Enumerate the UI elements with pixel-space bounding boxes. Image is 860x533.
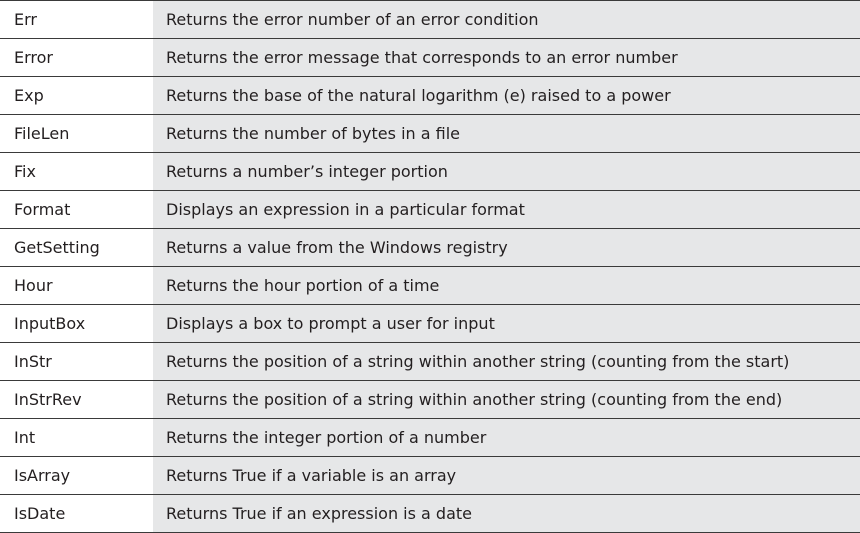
function-description-cell: Returns the error number of an error con… xyxy=(153,0,860,39)
function-name-cell: Error xyxy=(0,38,153,77)
function-description-cell: Returns the error message that correspon… xyxy=(153,38,860,77)
function-name-cell: InStr xyxy=(0,342,153,381)
function-description-cell: Returns the base of the natural logarith… xyxy=(153,76,860,115)
function-name-cell: GetSetting xyxy=(0,228,153,267)
function-description-cell: Returns a number’s integer portion xyxy=(153,152,860,191)
function-name-cell: Exp xyxy=(0,76,153,115)
function-name-cell: InputBox xyxy=(0,304,153,343)
function-name-cell: Int xyxy=(0,418,153,457)
function-name-cell: IsArray xyxy=(0,456,153,495)
function-description-cell: Returns True if a variable is an array xyxy=(153,456,860,495)
function-name-cell: Fix xyxy=(0,152,153,191)
function-description-cell: Returns True if an expression is a date xyxy=(153,494,860,533)
function-name-cell: InStrRev xyxy=(0,380,153,419)
function-description-cell: Returns the position of a string within … xyxy=(153,380,860,419)
function-description-cell: Displays an expression in a particular f… xyxy=(153,190,860,229)
function-description-cell: Returns the integer portion of a number xyxy=(153,418,860,457)
function-description-cell: Returns the number of bytes in a file xyxy=(153,114,860,153)
function-description-cell: Displays a box to prompt a user for inpu… xyxy=(153,304,860,343)
function-description-cell: Returns the position of a string within … xyxy=(153,342,860,381)
function-name-cell: IsDate xyxy=(0,494,153,533)
function-name-cell: Err xyxy=(0,0,153,39)
function-name-cell: Format xyxy=(0,190,153,229)
function-name-cell: FileLen xyxy=(0,114,153,153)
function-name-cell: Hour xyxy=(0,266,153,305)
function-description-cell: Returns a value from the Windows registr… xyxy=(153,228,860,267)
function-description-cell: Returns the hour portion of a time xyxy=(153,266,860,305)
